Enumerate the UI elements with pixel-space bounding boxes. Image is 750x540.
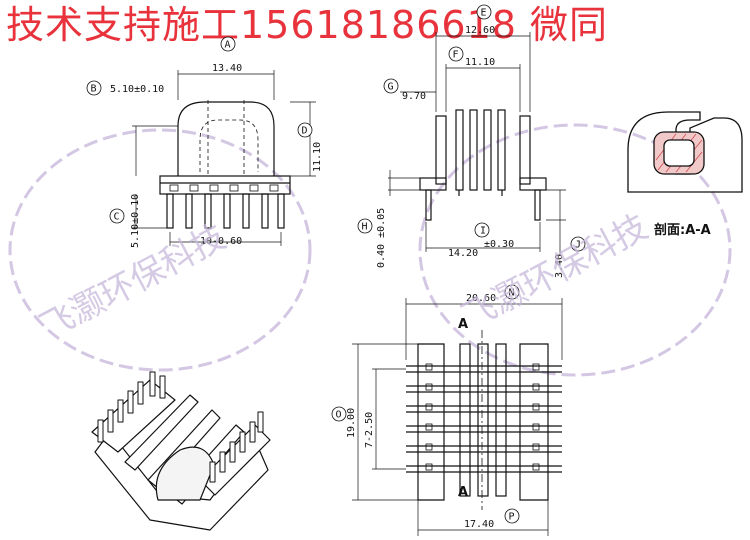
callout-H-label: H xyxy=(362,222,368,233)
callout-O xyxy=(331,406,347,422)
dim-H-value: 0.40 ±0.05 xyxy=(376,208,387,268)
dim-O-pitch-value: 7-2.50 xyxy=(364,412,375,448)
section-mark-bottom: A xyxy=(458,485,468,500)
front-pins xyxy=(166,193,285,229)
dim-E-value: 12.60 xyxy=(465,25,495,36)
callout-N xyxy=(504,284,520,300)
callout-D xyxy=(297,122,313,138)
callout-E xyxy=(476,4,492,20)
callout-O-label: O xyxy=(336,410,342,421)
dim-B-value: 5.10±0.10 xyxy=(110,84,164,95)
side-view xyxy=(388,32,566,256)
bottom-pins xyxy=(406,365,562,473)
callouts-front xyxy=(86,36,313,224)
callout-A-label: A xyxy=(225,40,231,51)
callout-E-label: E xyxy=(481,8,487,19)
bottom-view xyxy=(352,298,563,536)
dim-N-value: 20.60 xyxy=(466,293,496,304)
iso-flange-1 xyxy=(124,394,199,471)
watermark-circle-left xyxy=(8,128,312,372)
callout-D-label: D xyxy=(302,126,308,137)
callout-P xyxy=(504,508,520,524)
callout-A xyxy=(220,36,236,52)
callout-I-label: I xyxy=(480,226,486,237)
dim-I-tolerance: ±0.30 xyxy=(484,239,514,250)
bottom-bar-1 xyxy=(459,343,471,497)
section-view xyxy=(627,111,743,193)
callout-J-label: J xyxy=(575,240,581,251)
callouts-side xyxy=(357,4,586,252)
watermark-circles xyxy=(8,123,732,377)
dim-pitch-value: 10-0.60 xyxy=(200,236,242,247)
dim-A-value: 13.40 xyxy=(212,63,242,74)
dim-F-value: 11.10 xyxy=(465,57,495,68)
dim-C-value: 5.10±0.10 xyxy=(130,194,141,248)
bottom-bar-3 xyxy=(495,343,507,497)
callout-C xyxy=(109,208,125,224)
callout-B-label: B xyxy=(91,84,97,95)
bottom-left-housing xyxy=(417,343,445,501)
callouts-bottom xyxy=(331,284,520,524)
dim-P-value: 17.40 xyxy=(464,519,494,530)
front-dome xyxy=(177,101,275,176)
callout-N-label: N xyxy=(509,288,515,299)
iso-pins-right xyxy=(209,411,264,483)
front-core-hidden xyxy=(199,119,259,172)
callout-G-label: G xyxy=(388,82,394,93)
front-view xyxy=(132,70,316,246)
callout-J xyxy=(570,236,586,252)
contact-banner: 技术支持施工15618186618 微同 xyxy=(6,3,609,47)
dim-G-value: 9.70 xyxy=(402,91,426,102)
callout-G xyxy=(383,78,399,94)
iso-pins-left xyxy=(97,371,166,443)
callout-F xyxy=(448,46,464,62)
iso-dome xyxy=(155,446,215,501)
dim-J-value: 3.40 xyxy=(554,254,565,278)
dim-D-value: 11.10 xyxy=(312,142,323,172)
section-mark-top: A xyxy=(458,317,468,332)
section-bore xyxy=(663,139,695,167)
callout-I xyxy=(474,222,490,238)
isometric-view xyxy=(91,371,271,531)
dim-I-value: 14.20 xyxy=(448,248,478,259)
dim-O-value: 19.00 xyxy=(346,408,357,438)
section-outline xyxy=(627,111,743,193)
callout-F-label: F xyxy=(453,50,459,61)
section-label: 剖面:A-A xyxy=(654,222,711,238)
callout-C-label: C xyxy=(114,212,120,223)
callout-P-label: P xyxy=(509,512,515,523)
callout-B xyxy=(86,80,102,96)
bottom-bar-2 xyxy=(477,343,489,497)
watermark-circle-right xyxy=(418,123,732,377)
callout-H xyxy=(357,218,373,234)
